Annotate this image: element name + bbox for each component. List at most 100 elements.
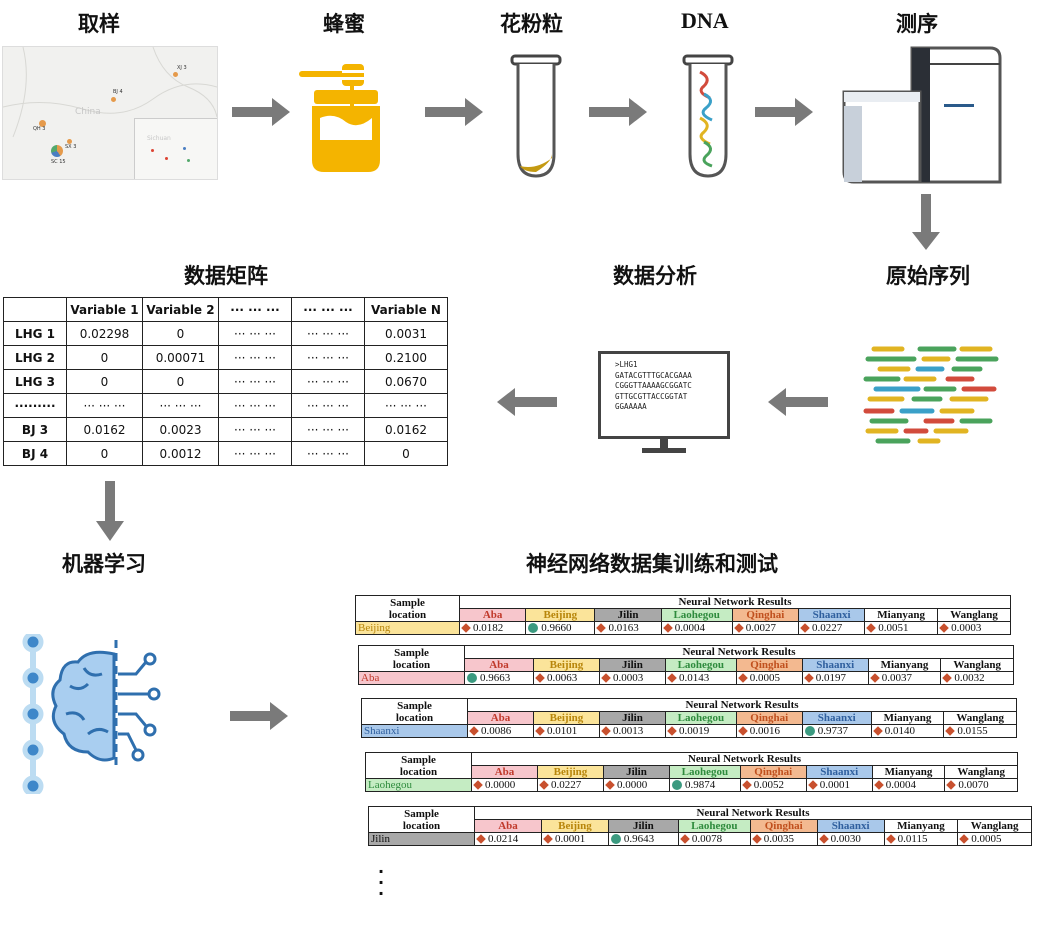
probability-cell: 0.0035 — [749, 832, 818, 846]
probability-cell: 0.0227 — [797, 621, 866, 635]
matrix-cell: 0.0162 — [364, 417, 448, 442]
matrix-cell: 0.00071 — [142, 345, 219, 370]
diamond-marker-icon — [476, 834, 486, 844]
ml-brain-icon — [22, 634, 161, 794]
matrix-row-header: ········· — [3, 393, 67, 418]
class-header-jilin: Jilin — [598, 711, 666, 725]
probability-cell: 0.0001 — [805, 778, 873, 792]
probability-cell: 0.0140 — [870, 724, 945, 738]
matrix-cell: ··· ··· ··· — [142, 393, 219, 418]
probability-value: 0.0013 — [612, 725, 644, 737]
probability-value: 0.0001 — [819, 779, 850, 791]
matrix-cell: 0 — [364, 441, 448, 466]
map-label-xj: XJ 3 — [177, 65, 187, 71]
location-label: location — [388, 608, 427, 621]
step-dna-title: DNA — [681, 8, 729, 33]
matrix-cell: ··· ··· ··· — [218, 441, 292, 466]
probability-value: 0.0086 — [481, 725, 512, 737]
top-match-marker-icon — [610, 834, 621, 844]
matrix-cell: 0.0162 — [66, 417, 143, 442]
diamond-marker-icon — [601, 726, 611, 736]
diamond-marker-icon — [872, 726, 883, 736]
matrix-cell: 0 — [66, 369, 143, 394]
class-header-laohegou: Laohegou — [664, 711, 737, 725]
sequencer-icon — [842, 46, 1002, 184]
sample-location-value: Jilin — [368, 832, 475, 846]
matrix-col-header: ··· ··· ··· — [291, 297, 365, 322]
class-header-qinghai: Qinghai — [749, 819, 818, 833]
monitor-line: GATACGTTTGCACGAAA — [615, 370, 692, 380]
probability-value: 0.0070 — [958, 779, 989, 791]
diamond-marker-icon — [737, 726, 748, 736]
probability-value: 0.9663 — [480, 672, 511, 684]
diamond-marker-icon — [680, 834, 690, 844]
diamond-marker-icon — [667, 726, 677, 736]
matrix-cell: 0.0031 — [364, 321, 448, 346]
nn-results-header: Neural Network Results — [464, 645, 1014, 659]
probability-cell: 0.9660 — [525, 621, 596, 635]
probability-value: 0.0030 — [830, 833, 861, 845]
diamond-marker-icon — [662, 623, 673, 633]
class-header-laohegou: Laohegou — [660, 608, 733, 622]
map-pin-qh — [39, 120, 46, 127]
probability-value: 0.0005 — [971, 833, 1002, 845]
step-honey-title: 蜂蜜 — [323, 12, 365, 36]
class-header-wanglang: Wanglang — [943, 711, 1017, 725]
matrix-corner — [3, 297, 67, 322]
diamond-marker-icon — [800, 623, 810, 633]
probability-value: 0.9737 — [817, 725, 848, 737]
probability-value: 0.9643 — [623, 833, 655, 845]
matrix-row-header: LHG 1 — [3, 321, 67, 346]
map-label-sx: SX 3 — [65, 144, 77, 150]
probability-value: 0.0019 — [678, 725, 710, 737]
probability-value: 0.0052 — [753, 779, 784, 791]
sample-location-value: Beijing — [355, 621, 460, 635]
data-matrix-table: Variable 1 Variable 2 ··· ··· ··· ··· ··… — [3, 297, 448, 466]
map-label-bj: BJ 4 — [113, 89, 123, 95]
matrix-cell: 0 — [66, 345, 143, 370]
diamond-marker-icon — [946, 780, 957, 790]
arrow-matrix-to-ml — [96, 481, 124, 541]
probability-cell: 0.0004 — [660, 621, 733, 635]
matrix-row: BJ 4 0 0.0012 ··· ··· ··· ··· ··· ··· 0 — [3, 441, 448, 466]
diamond-marker-icon — [543, 834, 553, 844]
class-header-shaanxi: Shaanxi — [801, 658, 869, 672]
class-header-qinghai: Qinghai — [739, 765, 807, 779]
probability-value: 0.0155 — [957, 725, 988, 737]
probability-cell: 0.0003 — [598, 671, 666, 685]
matrix-cell: ··· ··· ··· — [291, 321, 365, 346]
class-header-mianyang: Mianyang — [864, 608, 939, 622]
dna-tube-icon — [682, 54, 734, 178]
matrix-col-header: ··· ··· ··· — [218, 297, 292, 322]
matrix-row-header: BJ 3 — [3, 417, 67, 442]
probability-cell: 0.0070 — [944, 778, 1018, 792]
class-header-aba: Aba — [467, 711, 534, 725]
class-header-mianyang: Mianyang — [883, 819, 959, 833]
monitor-line: >LHG1 — [615, 360, 638, 369]
raw-sequence-reads-icon — [863, 346, 999, 444]
diamond-marker-icon — [596, 623, 607, 633]
probability-value: 0.0035 — [763, 833, 794, 845]
map-label-sc: SC 15 — [51, 159, 66, 165]
probability-cell: 0.0032 — [940, 671, 1014, 685]
class-header-wanglang: Wanglang — [937, 608, 1011, 622]
matrix-row: BJ 3 0.0162 0.0023 ··· ··· ··· ··· ··· ·… — [3, 417, 448, 442]
matrix-row-header: BJ 4 — [3, 441, 67, 466]
diamond-marker-icon — [803, 673, 814, 683]
probability-value: 0.0182 — [473, 622, 504, 634]
diamond-marker-icon — [733, 623, 744, 633]
arrow-analysis-to-matrix — [497, 388, 557, 416]
class-header-aba: Aba — [471, 765, 538, 779]
class-header-wanglang: Wanglang — [944, 765, 1018, 779]
matrix-cell: ··· ··· ··· — [291, 417, 365, 442]
probability-value: 0.0004 — [674, 622, 705, 634]
probability-value: 0.0001 — [554, 833, 586, 845]
probability-cell: 0.0051 — [864, 621, 939, 635]
matrix-cell: ··· ··· ··· — [218, 345, 292, 370]
step-data-matrix-title: 数据矩阵 — [184, 264, 268, 288]
probability-cell: 0.0019 — [664, 724, 737, 738]
